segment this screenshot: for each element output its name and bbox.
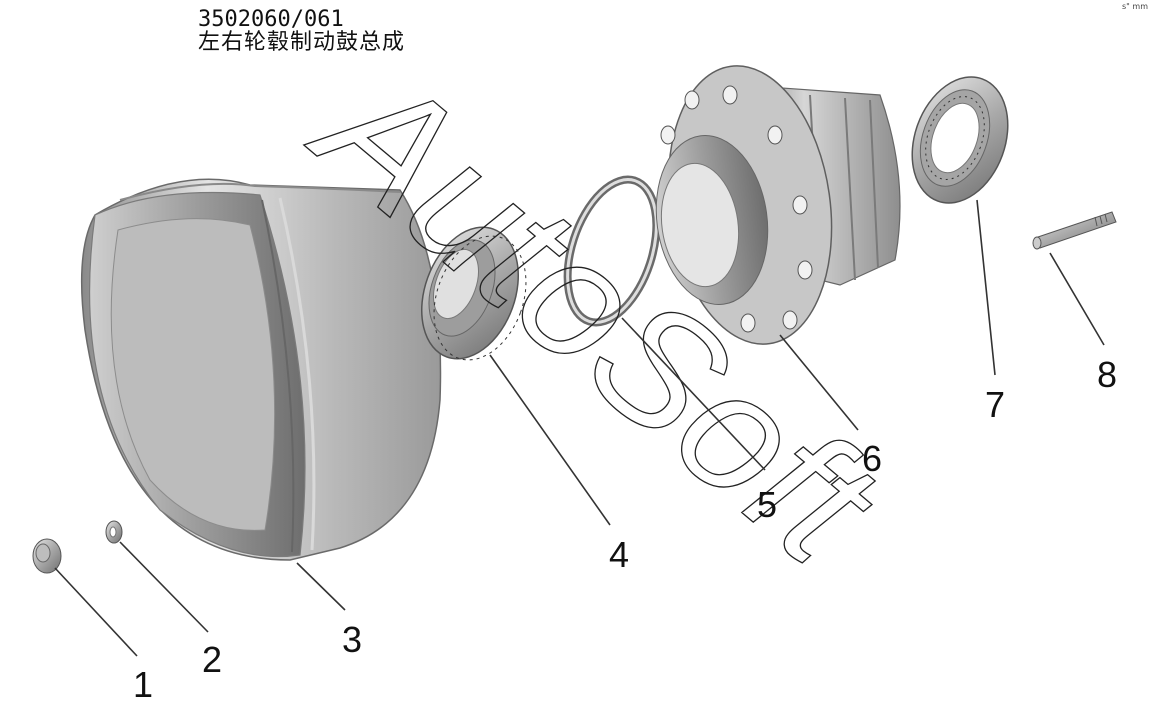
outer-bearing-part [420, 226, 527, 361]
assembly-name: 左右轮毂制动鼓总成 [198, 30, 406, 56]
diagram-title: 3502060/061 左右轮毂制动鼓总成 [198, 8, 405, 54]
leader-line-4 [489, 354, 611, 526]
brake-drum-part [80, 178, 442, 561]
callout-3: 3 [342, 619, 362, 660]
snap-ring-part [563, 175, 661, 327]
washer-part [105, 520, 123, 544]
nut-part [32, 538, 62, 574]
leader-line-7 [976, 199, 996, 376]
leader-line-5 [621, 317, 766, 471]
leader-line-1 [54, 567, 138, 657]
leader-line-8 [1049, 252, 1105, 346]
callout-4: 4 [609, 534, 629, 575]
callout-8: 8 [1097, 354, 1117, 395]
callout-5: 5 [757, 484, 777, 525]
corner-mark: s" mm [1122, 2, 1148, 11]
leader-line-6 [779, 334, 859, 431]
inner-bearing-part [911, 76, 1009, 204]
wheel-stud-part [1032, 211, 1117, 250]
callout-1: 1 [133, 664, 153, 705]
callout-6: 6 [862, 438, 882, 479]
leader-line-3 [296, 562, 346, 611]
leader-lines [54, 199, 1105, 657]
callout-2: 2 [202, 639, 222, 680]
callout-7: 7 [985, 384, 1005, 425]
part-number: 3502060/061 [198, 7, 344, 32]
callout-labels: 1 2 3 4 5 6 7 8 [133, 354, 1117, 705]
leader-line-2 [119, 541, 209, 633]
wheel-hub-part [655, 65, 901, 345]
